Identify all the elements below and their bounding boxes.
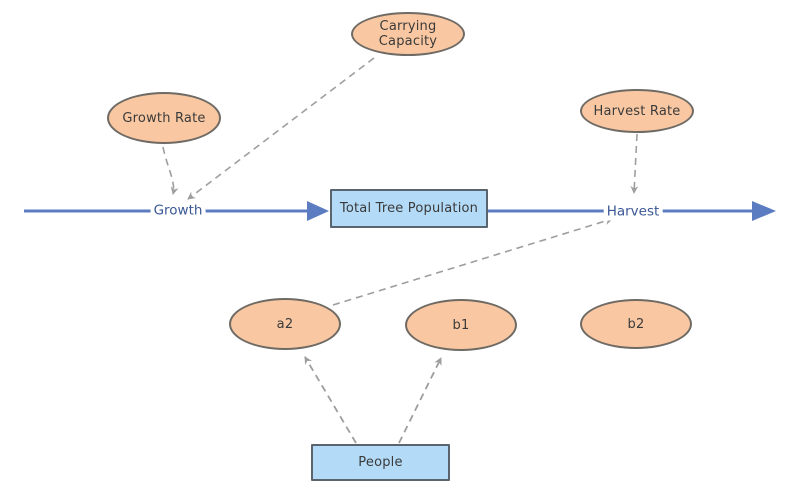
variable-label: a2 — [276, 316, 294, 332]
variable-carrying-capacity[interactable]: Carrying Capacity — [351, 12, 465, 56]
stock-total-tree-population[interactable]: Total Tree Population — [330, 189, 488, 228]
variable-label: Harvest Rate — [593, 103, 681, 119]
connector-people-to-a2[interactable] — [304, 356, 357, 444]
variable-growth-rate[interactable]: Growth Rate — [107, 92, 221, 144]
variable-label: Carrying Capacity — [378, 19, 438, 49]
flow-arrowhead-into-stock-icon — [307, 201, 329, 221]
variable-label: b1 — [452, 317, 470, 333]
stock-label: Total Tree Population — [339, 201, 479, 216]
connector-a2-to-harvest[interactable] — [332, 217, 613, 306]
variable-label: b2 — [627, 316, 645, 332]
connector-growth-rate-to-growth[interactable] — [162, 146, 179, 195]
variable-harvest-rate[interactable]: Harvest Rate — [580, 89, 694, 133]
variable-label: Growth Rate — [122, 110, 206, 126]
flow-label-growth[interactable]: Growth — [150, 202, 206, 220]
variable-b1[interactable]: b1 — [405, 299, 517, 351]
connector-people-to-b1[interactable] — [398, 357, 442, 444]
stock-people[interactable]: People — [311, 444, 450, 481]
connector-carrying-capacity-to-growth[interactable] — [187, 57, 375, 200]
connector-harvest-rate-to-harvest[interactable] — [630, 133, 639, 194]
variable-a2[interactable]: a2 — [229, 298, 341, 350]
stock-label: People — [358, 455, 403, 470]
variable-b2[interactable]: b2 — [580, 299, 692, 349]
flow-label-harvest[interactable]: Harvest — [603, 203, 663, 221]
flow-arrowhead-out-icon — [752, 201, 776, 221]
